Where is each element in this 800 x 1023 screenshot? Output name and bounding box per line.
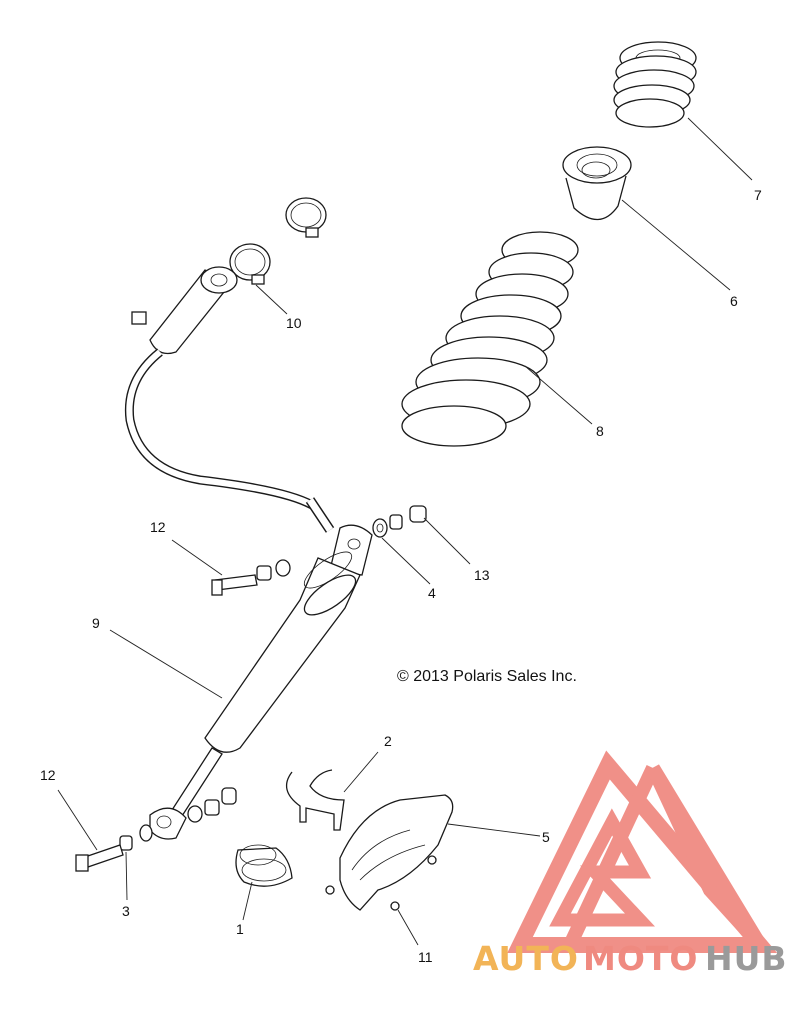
- callout-13: 13: [474, 567, 490, 583]
- leader-lines: [57, 117, 753, 946]
- part-7-tender-spring: [613, 41, 697, 128]
- watermark-logo: [507, 750, 778, 953]
- part-2-bracket: [285, 769, 345, 831]
- part-6-spring-adapter: [562, 146, 632, 221]
- watermark-part-hub: HUB: [705, 939, 788, 978]
- upper-mount-hardware: [211, 505, 427, 596]
- callout-6: 6: [730, 293, 738, 309]
- part-8-main-spring: [401, 231, 579, 447]
- callout-5: 5: [542, 829, 550, 845]
- callout-12-upper: 12: [150, 519, 166, 535]
- part-10-hose-clamps: [229, 197, 327, 285]
- callout-1: 1: [236, 921, 244, 937]
- callout-7: 7: [754, 187, 762, 203]
- callout-2: 2: [384, 733, 392, 749]
- watermark-part-moto: MOTO: [583, 939, 698, 978]
- callout-3: 3: [122, 903, 130, 919]
- part-1-cup: [235, 844, 293, 887]
- watermark-part-auto: AUTO: [473, 939, 579, 978]
- callout-10: 10: [286, 315, 302, 331]
- watermark-wordmark: AUTO MOTO HUB: [473, 939, 788, 978]
- callout-9: 9: [92, 615, 100, 631]
- part-9-shock-assembly: [124, 266, 373, 840]
- callout-11: 11: [418, 949, 433, 965]
- callout-12-lower: 12: [40, 767, 56, 783]
- lower-mount-hardware: [75, 787, 237, 872]
- callout-4: 4: [428, 585, 436, 601]
- callout-8: 8: [596, 423, 604, 439]
- part-5-shock-guard: [325, 794, 454, 911]
- copyright-notice: © 2013 Polaris Sales Inc.: [397, 668, 577, 685]
- callout-labels: 7 6 8 10 9 12 4 13 12 3 2 5 1 11: [40, 187, 762, 965]
